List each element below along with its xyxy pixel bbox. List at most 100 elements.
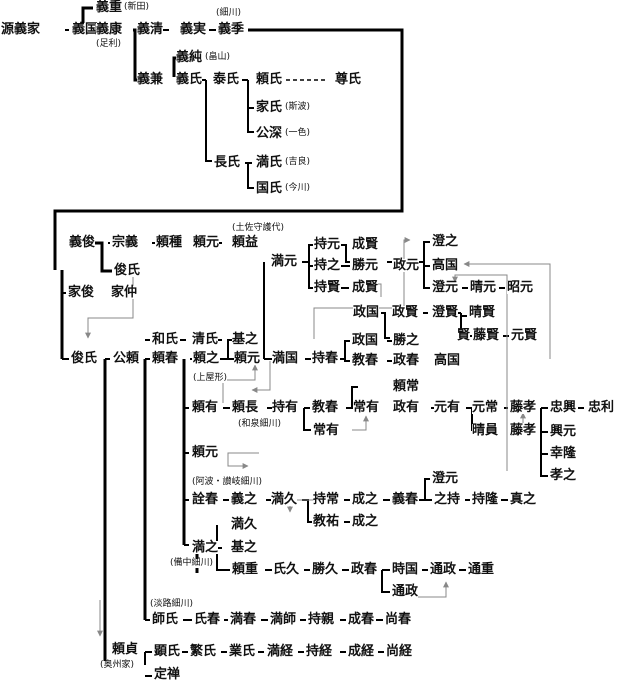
node-harukata: 晴賢 [469, 305, 496, 320]
node-mitsuharu: 満春 [230, 612, 257, 627]
adoption-arrows [85, 237, 551, 637]
node-yoriyuki: 頼之 [193, 351, 220, 366]
node-motoari: 元有 [434, 400, 461, 415]
node-shigeuji: 繁氏 [190, 644, 217, 659]
node-mochitsune: 持常 [313, 492, 340, 507]
node-narikata-b: 成賢 [352, 280, 379, 295]
node-masaharu-b: 政春 [351, 562, 378, 577]
node-yorimoto-b: 頼元 [234, 351, 261, 366]
note-imagawa: (今川) [285, 183, 311, 193]
node-yoshisue: 義季 [218, 22, 245, 37]
node-yorimasu: 頼益 [232, 235, 259, 250]
node-yoshizane: 義実 [180, 22, 207, 37]
note-kira: (吉良) [285, 157, 311, 167]
node-jozen: 定禅 [154, 667, 181, 682]
node-kazuuji: 和氏 [152, 332, 179, 347]
node-katsuhisa: 勝久 [312, 562, 339, 577]
node-toshiuji-b: 俊氏 [71, 351, 98, 366]
node-hisaharu: 尚春 [385, 612, 412, 627]
node-yoshiyuki: 義之 [231, 492, 258, 507]
node-shigeharu: 成春 [348, 612, 375, 627]
node-sadayuki: 真之 [510, 492, 537, 507]
node-fujitaka-b: 藤孝 [510, 423, 537, 438]
node-motoyuki-a: 基之 [232, 332, 259, 347]
note-awa: (阿波・讃岐細川) [192, 477, 263, 487]
main-lineage-lines [53, 6, 404, 665]
node-tadaoki: 忠興 [550, 400, 577, 415]
node-kiyouji: 清氏 [192, 332, 219, 347]
node-yukitaka: 幸隆 [550, 446, 577, 461]
node-toshiuji-a: 俊氏 [114, 263, 141, 278]
node-yoshiuji: 義氏 [176, 72, 203, 87]
node-mitsuuji: 満氏 [256, 155, 283, 170]
node-noriharu: 教春 [312, 400, 339, 415]
node-narikata-a: 成賢 [352, 237, 379, 252]
node-moroji: 師氏 [152, 612, 179, 627]
node-ujihisa: 氏久 [273, 562, 300, 577]
node-ieuji: 家氏 [256, 100, 283, 115]
note-hosokawa: (細川) [216, 8, 242, 18]
node-mototsune: 元常 [472, 400, 499, 415]
node-yorisada: 頼貞 [112, 642, 139, 657]
node-tsuneari: 常有 [353, 400, 380, 415]
node-mochiharu: 持春 [312, 351, 339, 366]
node-masakuni-b: 政国 [352, 333, 379, 348]
node-harumoto: 晴元 [470, 280, 497, 295]
node-mochiari: 持有 [272, 400, 299, 415]
node-masamoto: 政元 [393, 258, 420, 273]
node-okimoto: 興元 [550, 424, 577, 439]
node-mitsuhisa-a: 満久 [271, 492, 298, 507]
node-yoriuji: 頼氏 [256, 72, 283, 87]
node-sumimoto-b: 澄元 [432, 471, 459, 486]
node-yasuuji: 泰氏 [213, 72, 240, 87]
node-motoyuki-b: 基之 [231, 540, 258, 555]
node-sumimoto-a: 澄元 [432, 280, 459, 295]
node-fujikata: 藤賢 [473, 328, 500, 343]
node-ietoshi: 家俊 [68, 285, 95, 300]
node-yukimochi: 之持 [434, 492, 461, 507]
note-nitta: (新田) [124, 2, 150, 12]
node-ujiharu: 氏春 [194, 612, 221, 627]
node-ienaka: 家仲 [111, 285, 138, 300]
node-yoshishige: 義重 [96, 0, 123, 15]
node-yoriharu: 頼春 [152, 351, 179, 366]
node-hisatsune: 尚経 [386, 644, 413, 659]
node-michishige: 通重 [468, 562, 495, 577]
node-kata: 賢 [457, 328, 471, 343]
note-hatakeyama: (畠山) [205, 52, 231, 62]
node-fujitaka-a: 藤孝 [510, 400, 537, 415]
node-mochitsune-b: 持経 [306, 644, 333, 659]
node-tsuneari-b: 常有 [313, 423, 340, 438]
node-mitsutsune: 満経 [267, 644, 294, 659]
node-shigeyuki-b: 成之 [352, 514, 379, 529]
node-harukazu: 晴員 [472, 423, 499, 438]
note-oshu: (奥州家) [100, 660, 135, 670]
node-takakuni-a: 高国 [432, 258, 459, 273]
node-kimifuka: 公深 [256, 126, 283, 141]
node-mitsumoto: 満元 [271, 254, 298, 269]
node-takayuki: 孝之 [550, 468, 577, 483]
node-mitsuhisa-b: 満久 [231, 517, 258, 532]
note-isshiki: (一色) [285, 128, 311, 138]
node-katsuyuki: 勝之 [393, 333, 420, 348]
node-akiuji: 顕氏 [154, 644, 181, 659]
node-sumikata: 澄賢 [432, 305, 459, 320]
node-kimiyori: 公頼 [113, 351, 140, 366]
node-mochimoto: 持元 [314, 237, 341, 252]
note-shiba: (斯波) [285, 102, 311, 112]
node-masaharu: 政春 [393, 353, 420, 368]
node-shigetsune: 成経 [348, 644, 375, 659]
node-yorishige: 頼重 [232, 562, 259, 577]
node-masaari: 政有 [393, 400, 420, 415]
note-awaji: (淡路細川) [150, 599, 194, 609]
node-yoshizumi: 義純 [176, 50, 203, 65]
node-yoritane: 頼種 [156, 235, 183, 250]
node-yoshikane: 義兼 [137, 72, 164, 87]
node-shigeyuki-a: 成之 [352, 492, 379, 507]
node-masakuni-a: 政国 [353, 305, 380, 320]
note-bitchu: (備中細川) [170, 558, 214, 568]
node-takauji: 尊氏 [335, 72, 362, 87]
node-narouji: 業氏 [229, 644, 256, 659]
node-noriyoshi: 教祐 [313, 514, 340, 529]
node-mochikata: 持賢 [314, 280, 341, 295]
